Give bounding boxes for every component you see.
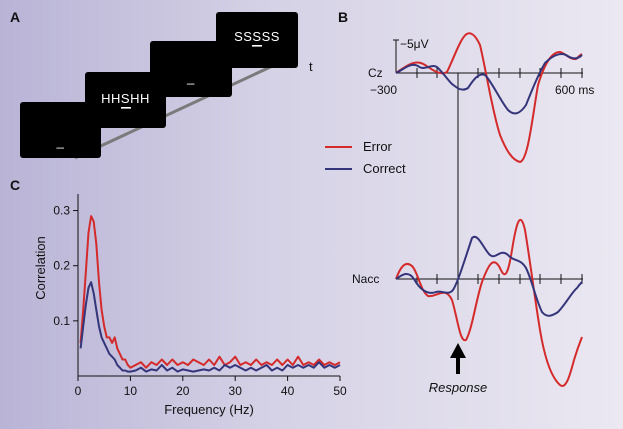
response-label: Response bbox=[429, 380, 488, 395]
cz-error-trace bbox=[395, 32, 583, 164]
series-line-correct bbox=[79, 281, 341, 373]
stimulus-text-2: HHSHH bbox=[101, 91, 150, 106]
stimulus-text-4: SSSSS bbox=[234, 29, 280, 44]
nacc-correct-trace bbox=[395, 235, 583, 317]
cz-x-start-label: −300 bbox=[370, 83, 397, 97]
legend-correct-label: Correct bbox=[363, 161, 406, 176]
x-tick-label: 50 bbox=[333, 384, 347, 398]
x-tick-label: 0 bbox=[75, 384, 82, 398]
y-tick-label: 0.3 bbox=[53, 204, 70, 218]
x-tick-label: 20 bbox=[176, 384, 190, 398]
scale-label: −5μV bbox=[400, 37, 429, 51]
timeline-line bbox=[74, 53, 297, 160]
x-tick-label: 30 bbox=[229, 384, 243, 398]
series-line-error bbox=[79, 215, 341, 369]
y-axis-title: Correlation bbox=[33, 236, 48, 300]
y-tick-label: 0.1 bbox=[53, 314, 70, 328]
cz-x-end-label: 600 ms bbox=[555, 83, 594, 97]
stimulus-text-1: _ bbox=[56, 134, 65, 149]
chart-ticks: 0 10 20 30 40 50 0.1 0.2 0.3 bbox=[53, 204, 347, 398]
panel-label-c: C bbox=[10, 177, 20, 193]
stimulus-screen-1 bbox=[20, 102, 101, 158]
y-tick-label: 0.2 bbox=[53, 259, 70, 273]
panel-c: 0 10 20 30 40 50 0.1 0.2 0.3 Frequency (Hz) Corr… bbox=[33, 194, 347, 417]
response-arrow-icon bbox=[450, 343, 466, 358]
nacc-label: Nacc bbox=[352, 272, 379, 286]
stimulus-text-3: _ bbox=[186, 70, 195, 85]
x-axis-title: Frequency (Hz) bbox=[164, 402, 254, 417]
cz-label: Cz bbox=[368, 66, 383, 80]
time-axis-label: t bbox=[309, 59, 313, 74]
chart-series bbox=[79, 215, 341, 373]
panel-label-a: A bbox=[10, 9, 20, 25]
x-tick-label: 40 bbox=[281, 384, 295, 398]
nacc-error-trace bbox=[395, 218, 583, 387]
stimulus-screen-3 bbox=[150, 41, 232, 97]
legend-error-label: Error bbox=[363, 139, 393, 154]
stimulus-screen-2 bbox=[85, 72, 166, 128]
panel-a: t _ HHSHH _ SSSSS bbox=[20, 12, 313, 160]
cz-correct-trace bbox=[395, 53, 583, 115]
panel-b: −5μV Cz −300 600 ms Error Correct Nacc bbox=[325, 32, 594, 395]
fixation-mark-2 bbox=[121, 107, 131, 109]
panel-label-b: B bbox=[338, 9, 348, 25]
fixation-mark-4 bbox=[252, 45, 262, 47]
stimulus-screen-4 bbox=[216, 12, 298, 68]
x-tick-label: 10 bbox=[124, 384, 138, 398]
